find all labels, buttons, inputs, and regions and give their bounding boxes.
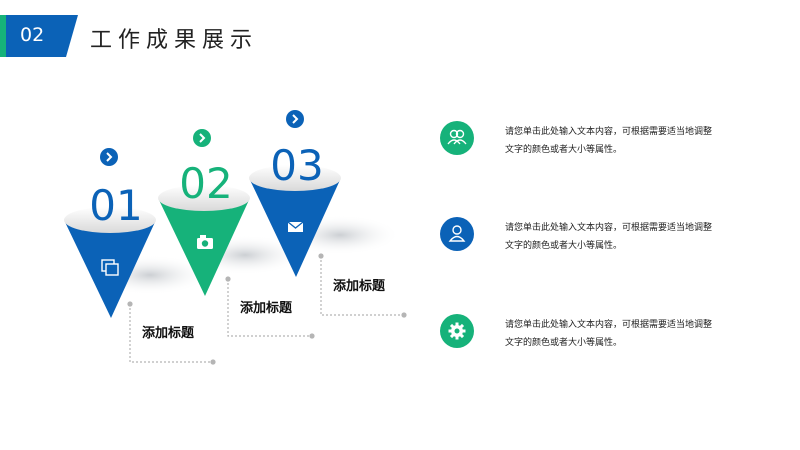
photo-icon xyxy=(101,259,119,276)
item-description-3: 请您单击此处输入文本内容，可根据需要适当地调整文字的颜色或者大小等属性。 xyxy=(505,320,713,348)
step-title-3: 添加标题 xyxy=(333,279,386,294)
users-icon xyxy=(440,121,474,155)
chevron-right-icon[interactable] xyxy=(193,129,211,147)
user-icon xyxy=(440,217,474,251)
step-title-2: 添加标题 xyxy=(240,301,293,316)
section-number: 02 xyxy=(20,24,45,46)
connector-line-2 xyxy=(227,279,312,337)
page-title: 工作成果展示 xyxy=(90,28,259,53)
item-description-2: 请您单击此处输入文本内容，可根据需要适当地调整文字的颜色或者大小等属性。 xyxy=(505,223,713,251)
item-description-1: 请您单击此处输入文本内容，可根据需要适当地调整文字的颜色或者大小等属性。 xyxy=(505,127,713,155)
cone-1 xyxy=(64,207,156,318)
cone-2 xyxy=(158,185,250,296)
camera-icon xyxy=(197,235,213,249)
chevron-right-icon[interactable] xyxy=(286,110,304,128)
step-number-2: 02 xyxy=(179,159,232,208)
gear-icon xyxy=(440,314,474,348)
step-number-1: 01 xyxy=(89,181,142,230)
mail-icon xyxy=(287,221,304,232)
step-title-1: 添加标题 xyxy=(142,326,195,341)
chevron-right-icon[interactable] xyxy=(100,148,118,166)
section-number-badge xyxy=(0,15,78,57)
connector-line-1 xyxy=(129,304,213,363)
cone-3 xyxy=(249,165,341,277)
step-number-3: 03 xyxy=(270,141,323,190)
